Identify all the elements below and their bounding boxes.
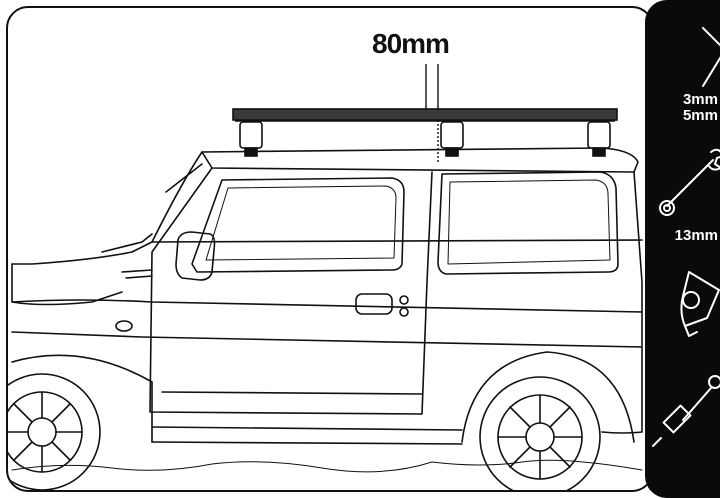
- spanner-icon: [659, 148, 720, 216]
- dimension-marker: [425, 64, 439, 162]
- vehicle-drawing: [8, 64, 643, 490]
- body-outline: [11, 151, 643, 434]
- rear-wheel-arch: [461, 351, 635, 443]
- front-window: [191, 177, 405, 273]
- door-handle: [355, 293, 393, 315]
- rack-feet: [239, 121, 611, 157]
- tape-measure-icon: [680, 271, 720, 337]
- side-mirror: [175, 231, 216, 281]
- side-sill: [151, 426, 463, 445]
- hex-key-icon: [702, 27, 720, 87]
- tools-panel: 3mm 5mm 13mm: [645, 0, 720, 498]
- hex-key-sizes: 3mm 5mm: [648, 92, 718, 124]
- spanner-size: 13mm: [674, 227, 718, 244]
- roof-rack: [232, 108, 618, 122]
- tools-icons: [652, 27, 720, 447]
- rack-foot-rear: [587, 121, 611, 157]
- ground-line: [11, 459, 643, 473]
- vehicle-illustration-panel: [6, 6, 654, 492]
- rear-window: [437, 171, 619, 275]
- rack-foot-middle: [440, 121, 464, 157]
- roof-outline: [201, 147, 639, 173]
- front-door: [149, 167, 433, 415]
- dimension-label: 80mm: [372, 28, 450, 59]
- front-wheel: [8, 373, 101, 490]
- rear-wheel: [479, 376, 601, 490]
- rack-foot-front: [239, 121, 263, 157]
- torque-wrench-icon: [652, 375, 720, 447]
- hex-key-size-5: 5mm: [682, 107, 718, 124]
- hex-key-size-3: 3mm: [682, 91, 718, 108]
- front-wheel-arch: [11, 354, 153, 443]
